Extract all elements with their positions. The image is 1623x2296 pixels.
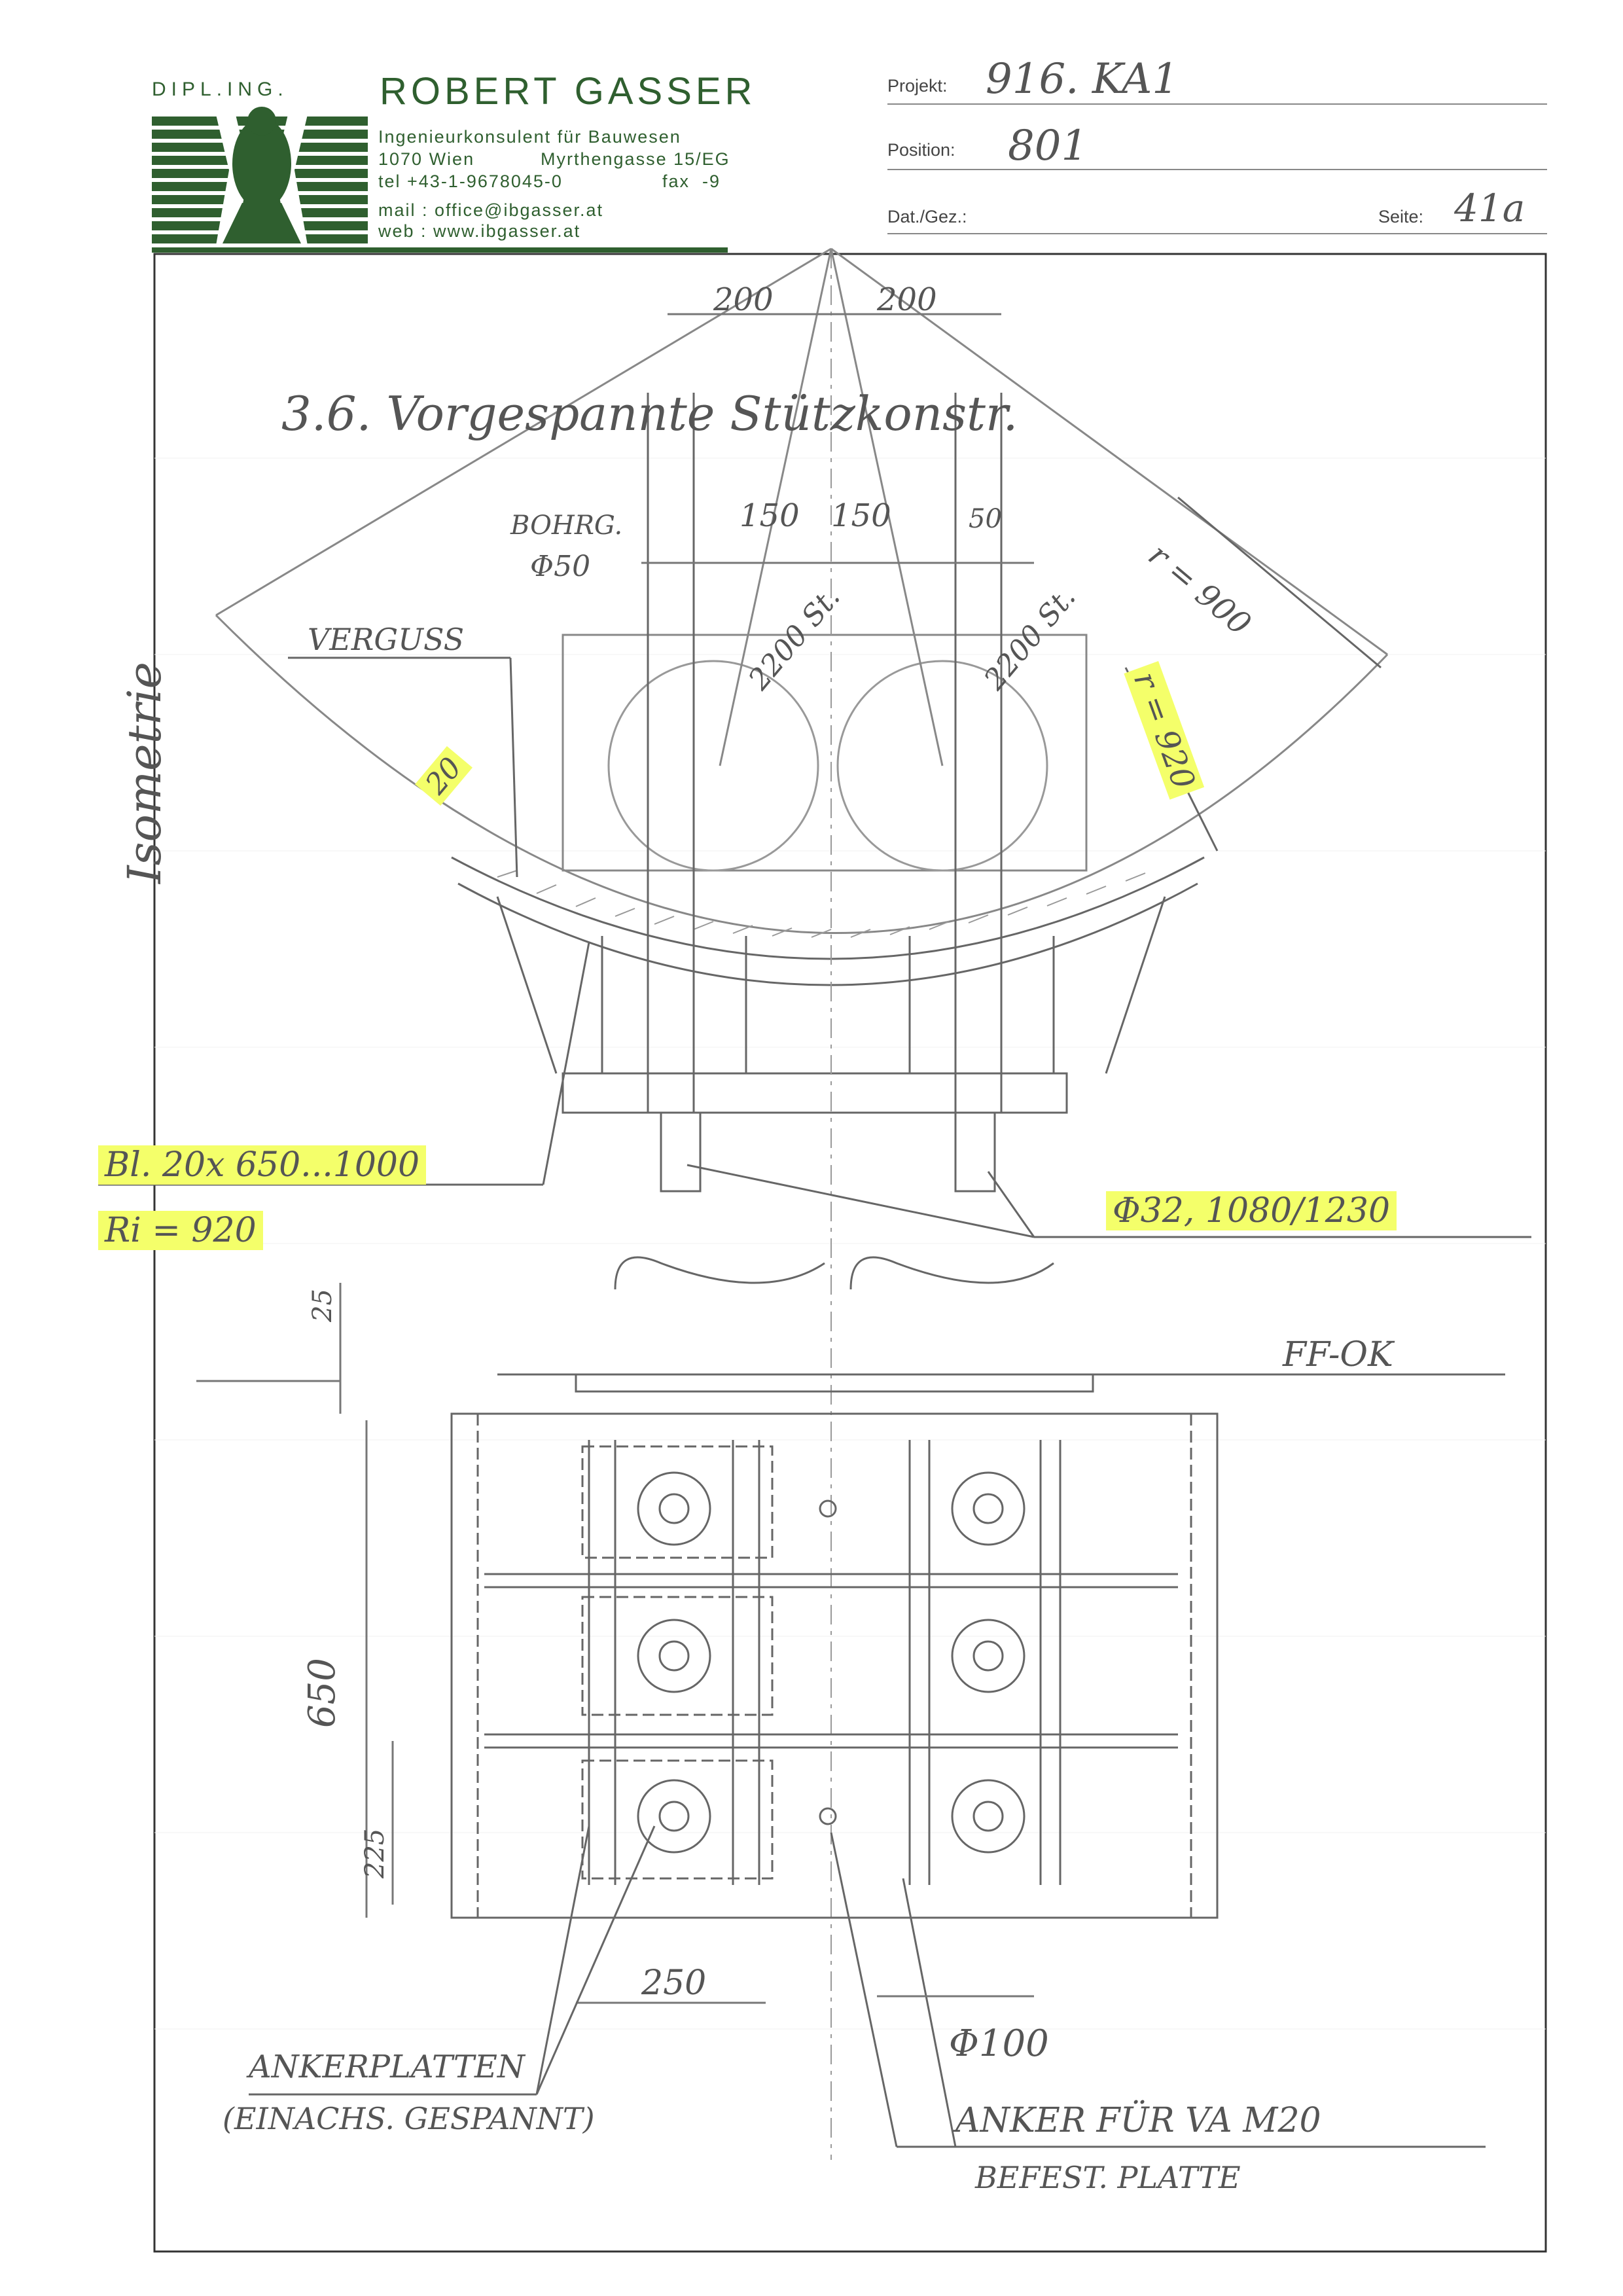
label-ankerplatten: ANKERPLATTEN (249, 2049, 525, 2085)
letterhead-title-prefix: DIPL.ING. (152, 79, 289, 100)
letterhead-tel: tel +43-1-9678045-0 (378, 171, 563, 191)
project-label: Projekt: (887, 76, 948, 96)
date-label: Dat./Gez.: (887, 207, 967, 226)
plate-spec: Bl. 20x 650...1000 (98, 1145, 427, 1185)
position-rule (887, 169, 1547, 170)
project-value: 916. KA1 (986, 55, 1179, 103)
date-rule (887, 233, 1547, 234)
position-label: Position: (887, 140, 955, 160)
dim-650: 650 (301, 1658, 344, 1728)
dim-150-b: 150 (831, 497, 891, 534)
label-ff-ok: FF-OK (1283, 1335, 1393, 1374)
dim-top-left: 200 (713, 281, 774, 318)
label-einachs: (EINACHS. GESPANNT) (223, 2101, 595, 2136)
letterhead-web: web : www.ibgasser.at (378, 221, 581, 241)
anchor-spec-text: Φ32, 1080/1230 (1106, 1191, 1397, 1230)
label-verguss: VERGUSS (308, 622, 465, 657)
dim-top-right: 200 (877, 281, 937, 318)
letterhead-subtitle: Ingenieurkonsulent für Bauwesen (378, 127, 681, 147)
label-bohrung: BOHRG. (510, 511, 623, 541)
page-value: 41a (1454, 186, 1525, 230)
dia-2200-right: 2200 St. (978, 581, 1082, 696)
label-anker-fuer: ANKER FÜR VA M20 (955, 2101, 1321, 2140)
radius-inner: r = 920 (1124, 661, 1205, 800)
dim-20: 20 (415, 745, 473, 806)
letterhead-city: 1070 Wien (378, 149, 475, 169)
position-value: 801 (1008, 122, 1088, 170)
dim-20-text: 20 (415, 745, 473, 806)
dim-150-a: 150 (740, 497, 800, 534)
dia-2200-left: 2200 St. (742, 581, 847, 696)
letterhead-mail: mail : office@ibgasser.at (378, 200, 604, 220)
letterhead-street: Myrthengasse 15/EG (541, 149, 730, 169)
dim-225: 225 (360, 1828, 390, 1878)
label-befest-platte: BEFEST. PLATTE (975, 2160, 1241, 2195)
plate-spec-text: Bl. 20x 650...1000 (98, 1145, 427, 1185)
project-rule (887, 103, 1547, 105)
radius-outer: r = 900 (1141, 537, 1258, 643)
plate-radius: Ri = 920 (98, 1211, 263, 1250)
anchor-spec: Φ32, 1080/1230 (1106, 1191, 1397, 1230)
drawing-heading: 3.6. Vorgespannte Stützkonstr. (281, 386, 1018, 441)
dia-100: Φ100 (949, 2022, 1049, 2065)
plate-radius-text: Ri = 920 (98, 1211, 263, 1250)
letterhead-name: ROBERT GASSER (380, 70, 757, 113)
page-label: Seite: (1378, 207, 1424, 226)
radius-inner-text: r = 920 (1124, 661, 1205, 800)
dim-small: 50 (969, 504, 1002, 534)
dim-25: 25 (308, 1289, 338, 1322)
dim-250: 250 (641, 1964, 707, 2003)
letterhead-fax: fax -9 (662, 171, 721, 191)
label-bohrung-dia: Φ50 (530, 550, 591, 583)
side-label-isometrie: Isometrie (118, 662, 171, 884)
